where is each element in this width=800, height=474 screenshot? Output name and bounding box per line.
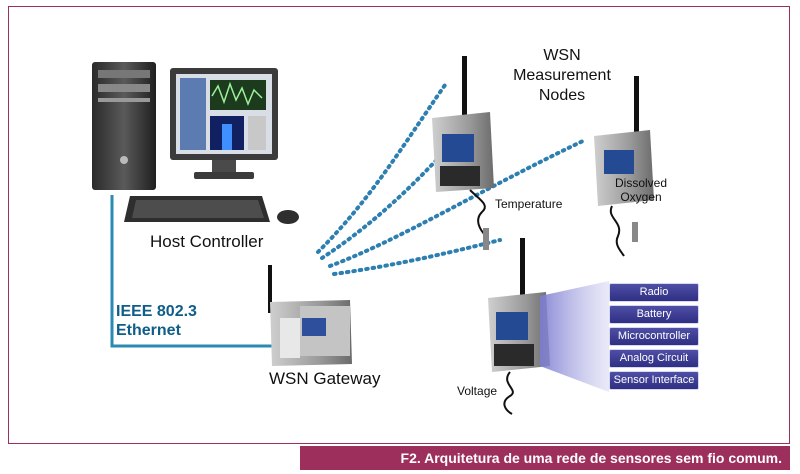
gateway-device-icon	[268, 265, 352, 366]
dissolved-line1: Dissolved	[614, 176, 668, 190]
mouse-icon	[277, 210, 299, 224]
temperature-node-icon	[432, 56, 494, 250]
dissolved-line2: Oxygen	[620, 190, 662, 204]
temperature-label: Temperature	[495, 197, 563, 211]
node-component-stack: Radio Battery Microcontroller Analog Cir…	[609, 283, 699, 393]
component-battery: Battery	[609, 305, 699, 324]
pc-tower-icon	[92, 62, 156, 190]
wsn-nodes-line2: Measurement	[513, 67, 611, 84]
host-controller-label: Host Controller	[150, 232, 264, 251]
component-radio: Radio	[609, 283, 699, 302]
wsn-nodes-line3: Nodes	[538, 87, 586, 104]
dissolved-oxygen-node-icon	[594, 76, 654, 257]
ethernet-line2: Ethernet	[116, 322, 181, 339]
dissolved-oxygen-label: Dissolved Oxygen	[606, 176, 676, 204]
ethernet-label: IEEE 802.3 Ethernet	[116, 302, 226, 340]
keyboard-icon	[124, 196, 270, 222]
component-analog-circuit: Analog Circuit	[609, 349, 699, 368]
component-expansion-beam	[540, 281, 609, 392]
ethernet-line1: IEEE 802.3	[116, 303, 197, 320]
ethernet-cable	[110, 195, 294, 348]
voltage-node-icon	[488, 238, 550, 415]
voltage-label: Voltage	[457, 384, 498, 398]
wsn-gateway-label: WSN Gateway	[269, 369, 381, 388]
monitor-icon	[170, 68, 278, 179]
wsn-nodes-label: WSN Measurement Nodes	[502, 46, 622, 106]
figure-caption: F2. Arquitetura de uma rede de sensores …	[300, 446, 790, 470]
wsn-nodes-line1: WSN	[543, 47, 581, 64]
component-microcontroller: Microcontroller	[609, 327, 699, 346]
component-sensor-interface: Sensor Interface	[609, 371, 699, 390]
